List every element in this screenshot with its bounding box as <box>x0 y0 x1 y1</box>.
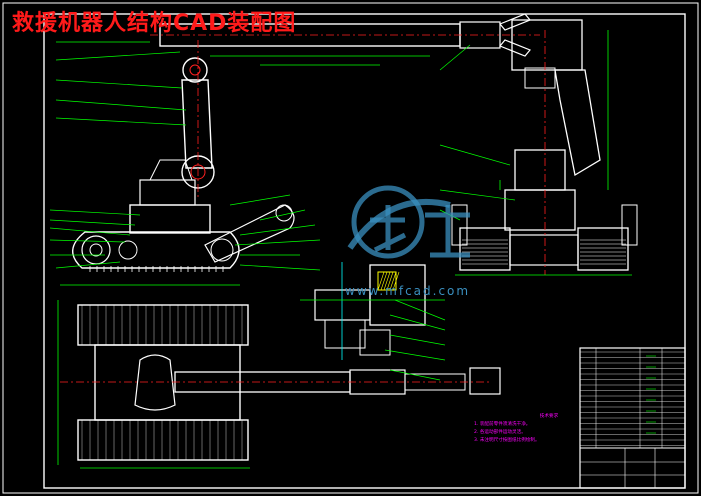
track-outline <box>72 231 240 269</box>
right-flipper <box>621 204 638 246</box>
right-track <box>577 227 629 271</box>
leader-line <box>239 264 321 271</box>
watermark-text: www.mfcad.com <box>345 284 471 298</box>
leader-line <box>259 209 306 221</box>
hatch-line <box>383 271 391 291</box>
base-center <box>509 234 579 266</box>
gripper-gearbox <box>369 264 426 326</box>
technical-note-line: 3. 未注明尺寸按图纸比例绘制。 <box>474 438 540 443</box>
top-chassis <box>94 344 241 421</box>
turret-base <box>139 179 196 206</box>
leader-line <box>439 44 471 71</box>
hatch-line <box>377 271 385 291</box>
leader-line <box>439 209 461 221</box>
drive-wheel <box>81 235 111 265</box>
leader-line <box>384 349 446 361</box>
leader-line <box>389 314 446 331</box>
leader-line <box>439 144 511 166</box>
leader-line <box>55 51 181 61</box>
leader-line <box>234 239 321 246</box>
leader-line <box>49 219 136 226</box>
upper-arm <box>181 79 213 169</box>
leader-line <box>389 334 446 346</box>
gripper-section-view <box>300 262 445 360</box>
hatch-line <box>389 271 397 291</box>
leader-line <box>229 194 291 206</box>
top-left-track-upper <box>77 304 249 346</box>
road-wheel <box>118 240 138 260</box>
hatch-line <box>386 271 394 291</box>
top-turret <box>134 354 176 411</box>
elbow-center <box>189 64 201 76</box>
top-left-track-lower <box>77 419 249 461</box>
leader-line <box>49 239 126 243</box>
leader-line <box>49 227 131 236</box>
flipper-wheel <box>275 204 293 222</box>
technical-notes-heading: 技术要求 <box>539 414 559 419</box>
elbow-joint <box>182 57 208 83</box>
leader-line <box>55 117 187 126</box>
leader-line <box>55 79 183 89</box>
page-title: 救援机器人结构CAD装配图 <box>12 11 297 36</box>
part-leader-lines <box>49 41 516 381</box>
leader-line <box>239 224 316 236</box>
right-view-assembly <box>451 19 638 276</box>
idler-wheel <box>210 238 234 262</box>
chassis-body <box>129 204 211 234</box>
top-view-assembly <box>57 300 501 469</box>
turret-housing <box>149 159 193 181</box>
wrist-housing <box>511 19 583 71</box>
leader-line <box>55 261 121 269</box>
title-block-main <box>579 447 686 489</box>
drive-wheel-hub <box>89 243 103 257</box>
leader-line <box>55 99 187 111</box>
shoulder-box <box>514 149 566 191</box>
hatch-line <box>392 271 400 291</box>
technical-notes: 技术要求 1. 装配前零件须清洗干净。 2. 各运动部件运动灵活。 3. 未注明… <box>474 413 624 445</box>
gripper-base-plate <box>324 319 366 349</box>
hatch-line <box>380 271 388 291</box>
wrist-connector <box>524 67 556 89</box>
base-body <box>504 189 576 231</box>
leader-line <box>394 299 446 321</box>
arm-side-profile <box>554 69 601 177</box>
side-view-assembly <box>60 13 540 286</box>
leader-line <box>389 369 441 381</box>
inner-border <box>43 13 686 489</box>
title-block-table <box>579 347 686 489</box>
leader-line <box>49 209 141 216</box>
technical-note-line: 1. 装配前零件须清洗干净。 <box>474 422 531 427</box>
leader-line <box>439 189 516 201</box>
technical-note-line: 2. 各运动部件运动灵活。 <box>474 430 526 435</box>
top-gripper-jaw <box>469 367 501 395</box>
gripper-linkage <box>359 329 391 356</box>
